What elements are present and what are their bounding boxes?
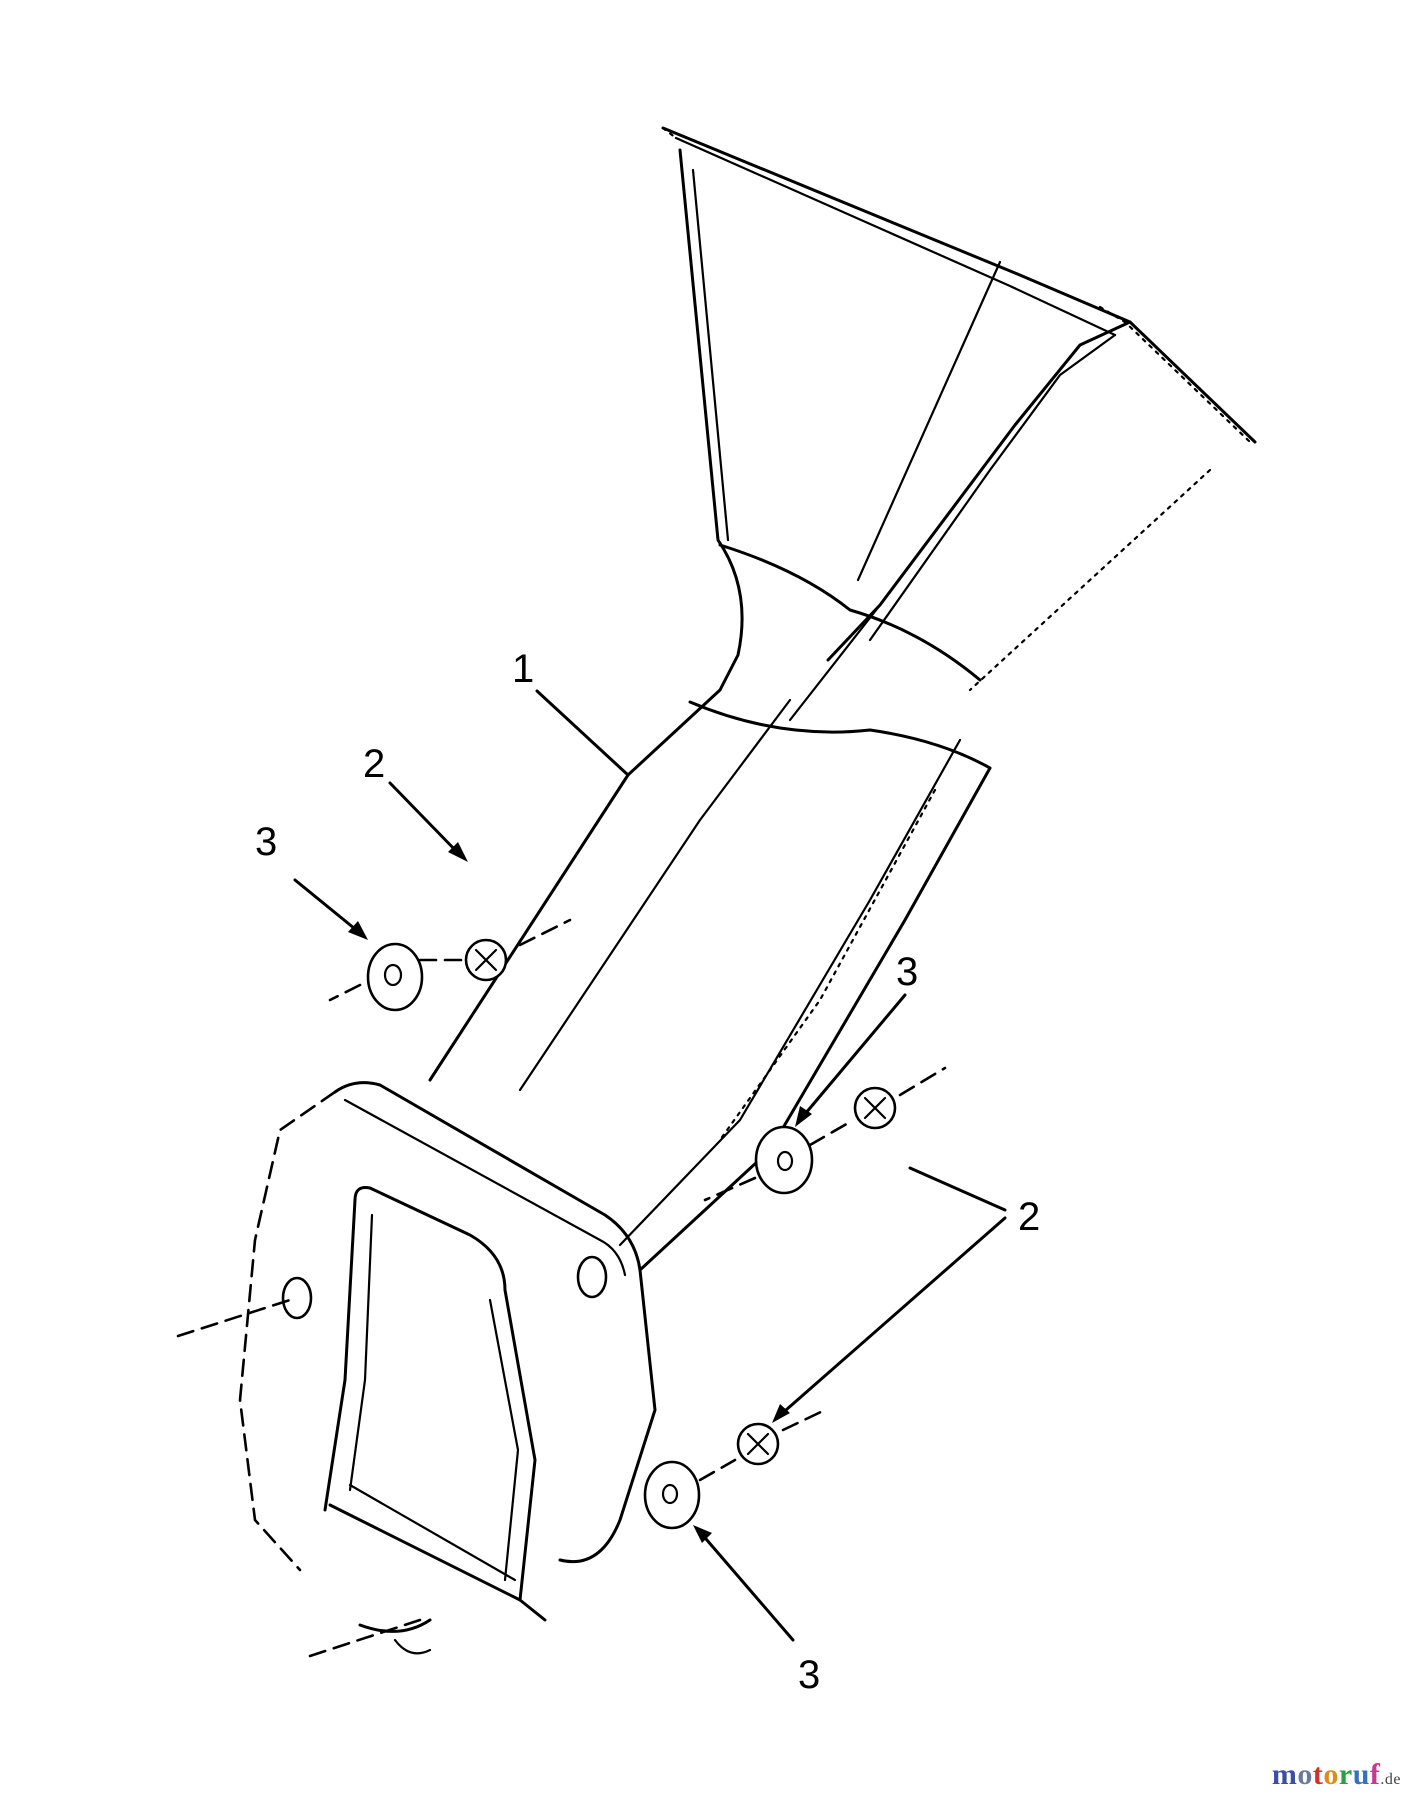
hardware-set-right	[703, 1066, 947, 1202]
chute-body	[238, 126, 1257, 1655]
watermark-letter: r	[1338, 1758, 1353, 1791]
callout-2-upper: 2	[363, 742, 385, 786]
watermark-letter: f	[1369, 1758, 1381, 1791]
leader-lines	[293, 689, 1007, 1642]
assembly-axis-upper	[176, 1298, 292, 1338]
watermark-letter: t	[1312, 1758, 1324, 1791]
watermark-letter: o	[1323, 1758, 1339, 1791]
callout-3-lower: 3	[798, 1653, 820, 1697]
hardware-set-lower-right	[643, 1408, 827, 1530]
callout-2-right: 2	[1018, 1195, 1040, 1239]
watermark-suffix: .de	[1380, 1771, 1401, 1788]
assembly-axis-lower	[308, 1618, 422, 1658]
hardware-set-upper-left	[328, 918, 572, 1012]
motoruf-watermark: motoruf.de	[1272, 1758, 1401, 1792]
callout-1: 1	[512, 647, 534, 691]
watermark-letter: o	[1297, 1758, 1313, 1791]
watermark-letter: u	[1352, 1758, 1370, 1791]
callout-3-right: 3	[896, 950, 918, 994]
watermark-letter: m	[1271, 1758, 1298, 1791]
callout-3-upper: 3	[255, 820, 277, 864]
